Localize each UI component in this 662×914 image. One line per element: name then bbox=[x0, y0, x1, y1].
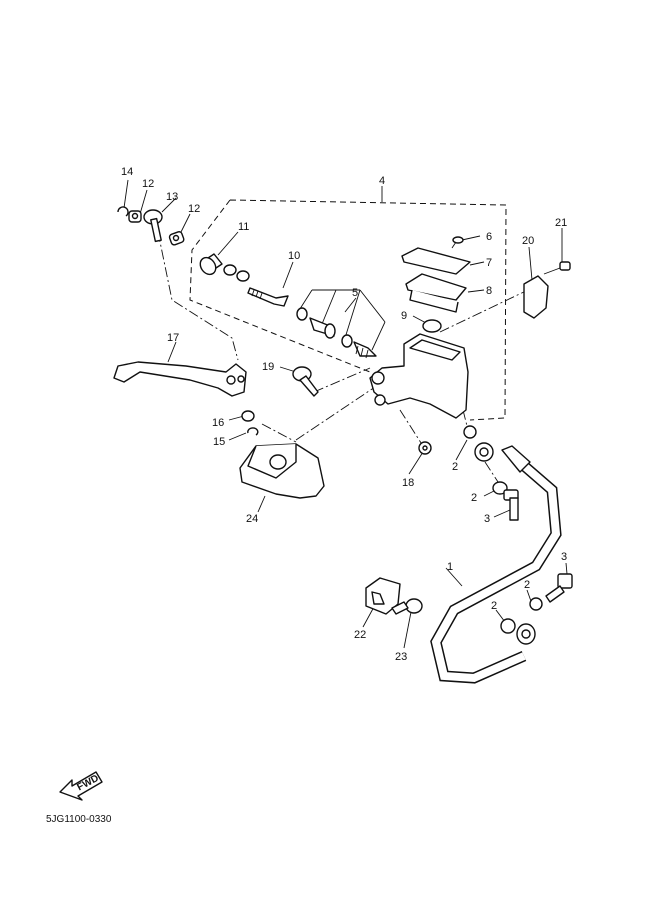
bolt-21 bbox=[543, 261, 571, 275]
push-rod-10 bbox=[247, 287, 289, 307]
callout-15: 15 bbox=[213, 436, 225, 448]
pivot-bolt-13 bbox=[143, 209, 163, 243]
connection-lines bbox=[157, 231, 529, 486]
callout-6: 6 bbox=[486, 231, 492, 243]
callout-5: 5 bbox=[352, 287, 358, 299]
float-9 bbox=[422, 319, 442, 333]
callout-3: 3 bbox=[561, 551, 567, 563]
union-bolt-3a bbox=[503, 489, 519, 521]
clip-15 bbox=[247, 427, 259, 436]
callout-22: 22 bbox=[354, 629, 366, 641]
callout-7: 7 bbox=[486, 257, 492, 269]
callout-19: 19 bbox=[262, 361, 274, 373]
nut-12-right bbox=[168, 231, 185, 246]
callout-2: 2 bbox=[491, 600, 497, 612]
bracket-20 bbox=[523, 275, 549, 319]
piston-kit-5 bbox=[296, 307, 377, 359]
bracket-22 bbox=[365, 577, 401, 615]
callout-12: 12 bbox=[142, 178, 154, 190]
leader-lines bbox=[123, 179, 568, 649]
clutch-lever-17 bbox=[113, 361, 247, 397]
callout-2: 2 bbox=[524, 579, 530, 591]
bolt-19 bbox=[292, 366, 319, 397]
callout-2: 2 bbox=[471, 492, 477, 504]
callout-3: 3 bbox=[484, 513, 490, 525]
callout-1: 1 bbox=[447, 561, 453, 573]
hose-1 bbox=[430, 442, 562, 684]
callout-14: 14 bbox=[121, 166, 133, 178]
callout-16: 16 bbox=[212, 417, 224, 429]
dust-boot-11 bbox=[199, 253, 250, 282]
callout-20: 20 bbox=[522, 235, 534, 247]
nut-12-left bbox=[128, 210, 142, 223]
callout-18: 18 bbox=[402, 477, 414, 489]
callout-10: 10 bbox=[288, 250, 300, 262]
callout-13: 13 bbox=[166, 191, 178, 203]
callout-23: 23 bbox=[395, 651, 407, 663]
circlip-14 bbox=[117, 206, 129, 217]
callout-11: 11 bbox=[238, 221, 249, 233]
callout-4: 4 bbox=[379, 175, 385, 187]
assembly-boundary bbox=[189, 199, 507, 421]
lever-cover-24 bbox=[239, 443, 325, 499]
callout-24: 24 bbox=[246, 513, 258, 525]
fwd-arrow-icon: FWD bbox=[59, 771, 103, 801]
washer-2a bbox=[463, 425, 477, 439]
washer-2c bbox=[500, 618, 516, 634]
callout-17: 17 bbox=[167, 332, 179, 344]
callout-9: 9 bbox=[401, 310, 407, 322]
washer-2d bbox=[529, 597, 543, 611]
master-cylinder-body bbox=[369, 333, 469, 419]
callout-8: 8 bbox=[486, 285, 492, 297]
reservoir-cap-7 bbox=[401, 247, 471, 275]
callout-21: 21 bbox=[555, 217, 567, 229]
washer-16 bbox=[241, 410, 255, 422]
diagram-code: 5JG1100-0330 bbox=[46, 814, 112, 825]
screw-6 bbox=[451, 236, 464, 249]
union-bolt-3b bbox=[545, 573, 573, 603]
callout-2: 2 bbox=[452, 461, 458, 473]
bolt-23 bbox=[391, 598, 423, 615]
nut-18 bbox=[418, 441, 432, 455]
diaphragm-8 bbox=[405, 273, 467, 313]
callout-12: 12 bbox=[188, 203, 200, 215]
